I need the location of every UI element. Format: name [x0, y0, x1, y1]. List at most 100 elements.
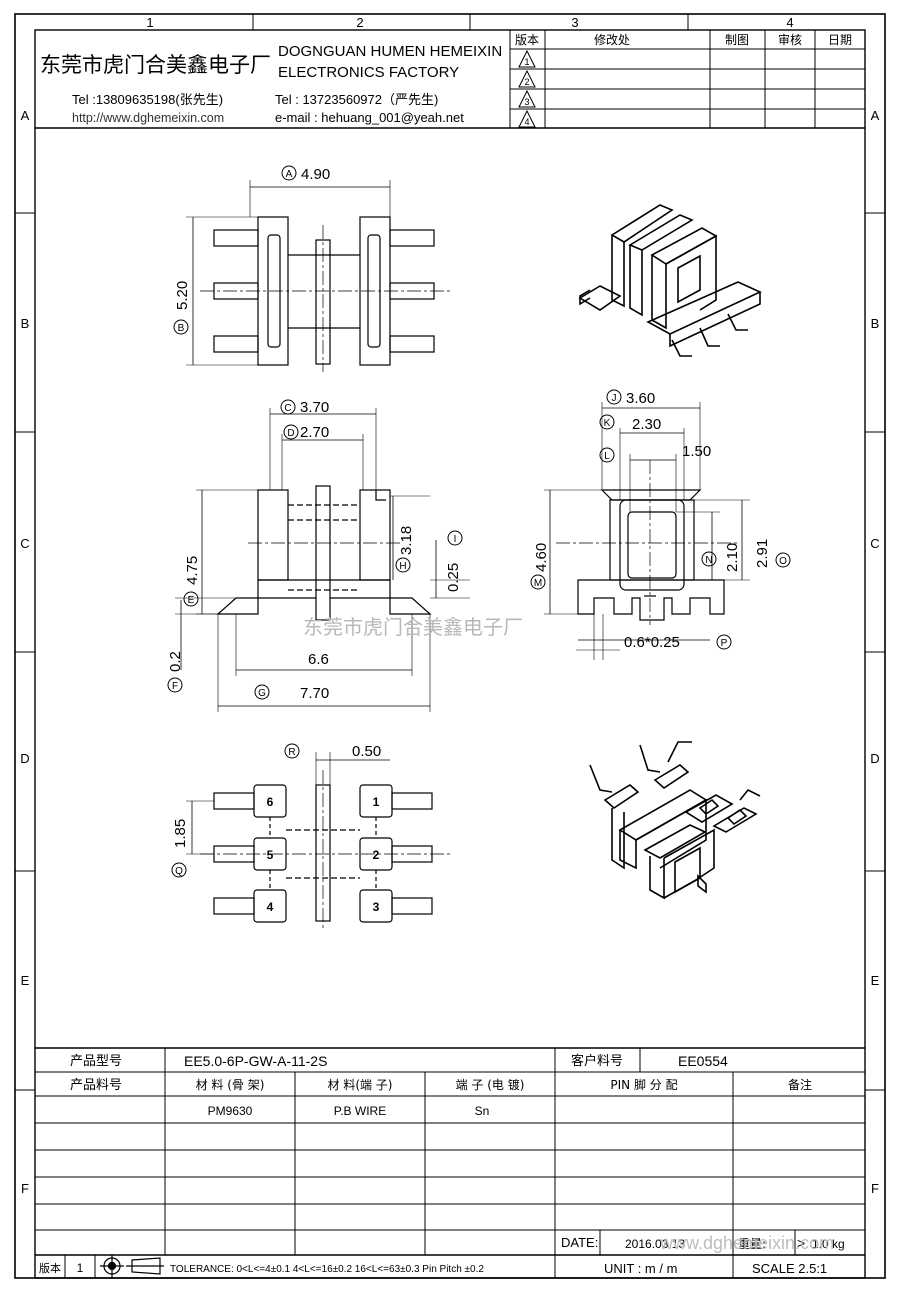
dim-marker-b — [173, 319, 189, 335]
col-material-pin: 材 料(端 子) — [328, 1078, 393, 1092]
top-view — [186, 180, 450, 372]
col-remark: 备注 — [788, 1077, 812, 1092]
dim-n-value: 2.10 — [724, 543, 741, 572]
dim-marker-r — [284, 743, 300, 759]
plating-value: Sn — [475, 1104, 490, 1118]
zone-row-e-right: E — [871, 973, 880, 988]
dim-i-value: 0.25 — [445, 563, 462, 592]
revision-triangle-icon — [518, 109, 536, 128]
dim-marker-e — [183, 591, 199, 607]
svg-text:G: G — [258, 688, 266, 699]
zone-row-b-right: B — [871, 316, 880, 331]
dim-marker-o — [775, 552, 791, 568]
svg-text:Q: Q — [175, 866, 183, 877]
front-view — [175, 408, 470, 712]
tolerance-text: TOLERANCE: 0<L<=4±0.1 4<L<=16±0.2 16<L<=… — [170, 1264, 484, 1275]
zone-labels: 1 2 3 4 A B C D E F A B C D E F — [20, 15, 879, 1196]
dim-c-value: 3.70 — [300, 399, 329, 416]
title-block — [35, 1047, 865, 1278]
svg-text:O: O — [779, 556, 787, 567]
dim-marker-i — [447, 530, 463, 546]
svg-text:M: M — [534, 578, 542, 589]
dim-f-value: 0.2 — [167, 651, 184, 672]
rev-header-change: 修改处 — [594, 32, 630, 47]
isometric-view-1 — [578, 204, 762, 357]
pin-label-3: 3 — [373, 900, 380, 914]
dim-p-value: 0.6*0.25 — [624, 634, 680, 651]
rev-header-checked: 审核 — [778, 32, 802, 47]
svg-text:J: J — [612, 393, 617, 404]
svg-text:L: L — [604, 451, 610, 462]
date-value: 2016.03.13 — [625, 1237, 685, 1251]
rev-header-version: 版本 — [515, 33, 539, 47]
col-material-frame: 材 料 (骨 架) — [196, 1078, 265, 1092]
company-watermark: 东莞市虎门合美鑫电子厂 — [303, 615, 523, 639]
scale-label: SCALE 2.5:1 — [752, 1261, 827, 1276]
revision-triangle-icon — [518, 89, 536, 108]
zone-row-a-right: A — [871, 108, 880, 123]
dim-j-value: 3.60 — [626, 390, 655, 407]
revision-triangles: 1 2 3 4 — [518, 49, 536, 128]
dim-h-value: 3.18 — [398, 526, 415, 555]
product-model-value: EE5.0-6P-GW-A-11-2S — [184, 1053, 327, 1069]
dim-66-value: 6.6 — [308, 651, 329, 668]
customer-part-label: 客户料号 — [571, 1053, 623, 1069]
zone-row-b-left: B — [21, 316, 30, 331]
svg-text:R: R — [288, 747, 295, 758]
company-name-en-line1: DOGNGUAN HUMEN HEMEIXIN — [278, 43, 502, 60]
svg-text:A: A — [286, 169, 293, 180]
zone-col-3: 3 — [571, 15, 578, 30]
dim-marker-p — [716, 634, 732, 650]
zone-row-c-right: C — [870, 536, 879, 551]
svg-text:B: B — [178, 323, 185, 334]
projection-symbol-icon — [100, 1255, 164, 1278]
dim-marker-k — [599, 414, 615, 430]
bottom-view — [186, 752, 450, 930]
pin-label-6: 6 — [267, 795, 274, 809]
unit-label: UNIT : m / m — [604, 1261, 677, 1276]
zone-col-1: 1 — [146, 15, 153, 30]
pin-label-5: 5 — [267, 848, 274, 862]
dim-r-value: 0.50 — [352, 743, 381, 760]
pin-label-4: 4 — [267, 900, 274, 914]
zone-col-2: 2 — [356, 15, 363, 30]
isometric-view-2 — [589, 741, 761, 900]
side-view — [544, 402, 750, 660]
dim-marker-h — [395, 557, 411, 573]
dim-e-value: 4.75 — [184, 556, 201, 585]
revision-number: 2 — [524, 77, 529, 87]
svg-text:C: C — [284, 403, 291, 414]
dim-marker-c — [280, 399, 296, 415]
product-part-label: 产品料号 — [70, 1078, 122, 1093]
dim-d-value: 2.70 — [300, 424, 329, 441]
dim-marker-q — [171, 862, 187, 878]
bottom-view-labels: R 0.50 Q 1.85 — [171, 743, 381, 878]
version-value: 1 — [77, 1261, 84, 1275]
zone-row-f-right: F — [871, 1181, 879, 1196]
zone-row-a-left: A — [21, 108, 30, 123]
svg-text:H: H — [399, 561, 406, 572]
revision-headers: 版本 修改处 制图 审核 日期 — [515, 32, 852, 47]
dim-m-value: 4.60 — [533, 543, 550, 572]
revision-number: 1 — [524, 57, 529, 67]
date-label: DATE: — [561, 1235, 598, 1250]
dim-o-value: 2.91 — [754, 539, 771, 568]
svg-text:F: F — [172, 681, 178, 692]
col-pin-plating: 端 子 (电 镀) — [456, 1078, 525, 1092]
title-block-text: 产品型号 EE5.0-6P-GW-A-11-2S 客户料号 EE0554 产品料… — [39, 1053, 845, 1276]
zone-row-c-left: C — [20, 536, 29, 551]
revision-table — [509, 30, 865, 128]
weight-mark: > — [797, 1235, 805, 1251]
company-tel-1: Tel :13809635198(张先生) — [72, 92, 223, 107]
dim-marker-d — [283, 424, 299, 440]
pin-label-1: 1 — [373, 795, 380, 809]
version-label: 版本 — [39, 1261, 61, 1275]
dim-g-value: 7.70 — [300, 685, 329, 702]
svg-text:I: I — [454, 534, 457, 545]
front-view-labels: C 3.70 D 2.70 E 4.75 H 3.18 I 0.25 F 0.2… — [167, 399, 463, 702]
dim-marker-j — [606, 389, 622, 405]
side-view-labels: J 3.60 K 2.30 L 1.50 M 4.60 N 2.10 O 2.9… — [530, 389, 791, 651]
dim-q-value: 1.85 — [172, 819, 189, 848]
dim-marker-a — [281, 165, 297, 181]
top-view-labels: A 4.90 B 5.20 — [173, 165, 330, 335]
